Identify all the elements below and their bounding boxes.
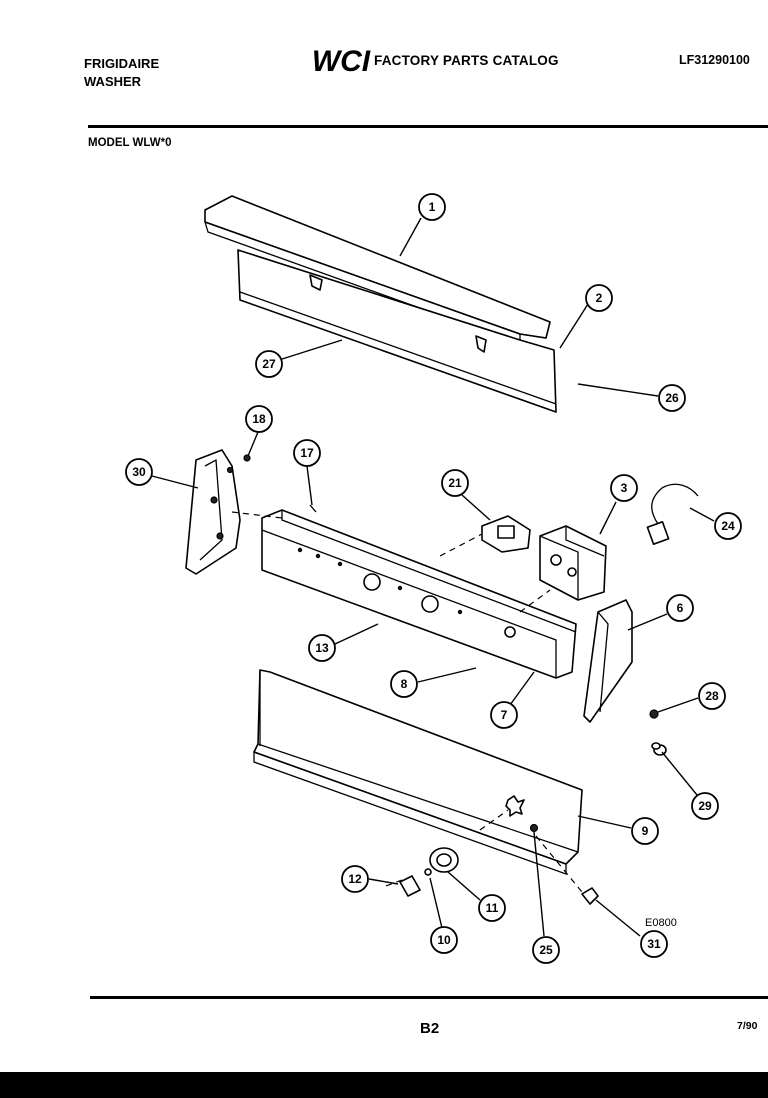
part-wire-harness-24 — [646, 483, 699, 545]
part-clip-31 — [581, 887, 599, 905]
svg-text:24: 24 — [721, 519, 735, 533]
callout-24: 24 — [714, 512, 742, 540]
part-screw-18 — [243, 454, 251, 462]
callout-2: 2 — [585, 284, 613, 312]
svg-text:11: 11 — [486, 901, 499, 915]
callout-17: 17 — [293, 439, 321, 467]
drawing-code: E0800 — [645, 917, 677, 929]
callout-13: 13 — [308, 634, 336, 662]
callout-6: 6 — [666, 594, 694, 622]
exploded-view-diagram: 1 2 3 6 7 8 9 10 11 12 13 — [125, 193, 742, 964]
svg-text:3: 3 — [621, 481, 628, 495]
callout-21: 21 — [441, 469, 469, 497]
callout-10: 10 — [430, 926, 458, 954]
svg-text:30: 30 — [132, 465, 146, 479]
part-left-end-cap — [185, 449, 241, 575]
svg-text:18: 18 — [252, 412, 266, 426]
brand-name: FRIGIDAIRE — [84, 56, 160, 71]
svg-text:17: 17 — [300, 446, 314, 460]
part-washer-29 — [651, 742, 667, 756]
callout-11: 11 — [478, 894, 506, 922]
logo-text: WCI — [312, 45, 371, 76]
callout-9: 9 — [631, 817, 659, 845]
product-type: WASHER — [84, 74, 142, 89]
svg-text:26: 26 — [665, 391, 679, 405]
footer-rule — [90, 996, 768, 999]
part-spring-10 — [424, 868, 432, 876]
catalog-number: LF31290100 — [679, 53, 750, 67]
svg-text:1: 1 — [429, 200, 436, 214]
callout-7: 7 — [490, 701, 518, 729]
assembly-lines — [231, 511, 583, 893]
part-right-end-cap — [583, 599, 633, 723]
part-clip-17 — [309, 504, 317, 513]
callout-30: 30 — [125, 458, 153, 486]
callout-28: 28 — [698, 682, 726, 710]
model-number: MODEL WLW*0 — [88, 137, 172, 149]
svg-text:10: 10 — [437, 933, 451, 947]
svg-text:25: 25 — [539, 943, 553, 957]
callout-12: 12 — [341, 865, 369, 893]
catalog-title: FACTORY PARTS CATALOG — [374, 53, 559, 68]
callout-3: 3 — [610, 474, 638, 502]
svg-text:6: 6 — [677, 601, 684, 615]
part-rear-panel — [237, 249, 557, 413]
callout-27: 27 — [255, 350, 283, 378]
part-screw-28 — [649, 709, 659, 719]
leader-lines — [151, 217, 715, 937]
svg-text:13: 13 — [315, 641, 329, 655]
part-console-front — [253, 669, 583, 875]
svg-text:8: 8 — [401, 677, 408, 691]
callout-18: 18 — [245, 405, 273, 433]
callout-1: 1 — [418, 193, 446, 221]
part-control-panel — [261, 509, 577, 679]
brand-block: FRIGIDAIRE WASHER — [84, 55, 159, 91]
part-screw-25 — [529, 823, 539, 833]
part-switch-21 — [481, 515, 531, 553]
svg-text:7: 7 — [501, 708, 508, 722]
svg-text:27: 27 — [262, 357, 276, 371]
callout-29: 29 — [691, 792, 719, 820]
svg-text:28: 28 — [705, 689, 719, 703]
callout-31: 31 — [640, 930, 668, 958]
page-date: 7/90 — [737, 1020, 758, 1032]
part-knob-11 — [429, 847, 459, 873]
page-number: B2 — [420, 1020, 440, 1037]
callout-26: 26 — [658, 384, 686, 412]
svg-text:12: 12 — [348, 872, 362, 886]
svg-text:29: 29 — [698, 799, 712, 813]
svg-text:21: 21 — [448, 476, 462, 490]
parts-catalog-page: FRIGIDAIRE WASHER WCI FACTORY PARTS CATA… — [0, 0, 768, 1072]
wci-logo: WCI — [312, 45, 371, 76]
part-timer-3 — [539, 525, 607, 601]
svg-text:9: 9 — [642, 824, 649, 838]
part-knob-12 — [399, 875, 421, 897]
callout-25: 25 — [532, 936, 560, 964]
header-rule — [88, 125, 768, 128]
svg-text:2: 2 — [596, 291, 603, 305]
callout-8: 8 — [390, 670, 418, 698]
svg-text:31: 31 — [647, 937, 661, 951]
